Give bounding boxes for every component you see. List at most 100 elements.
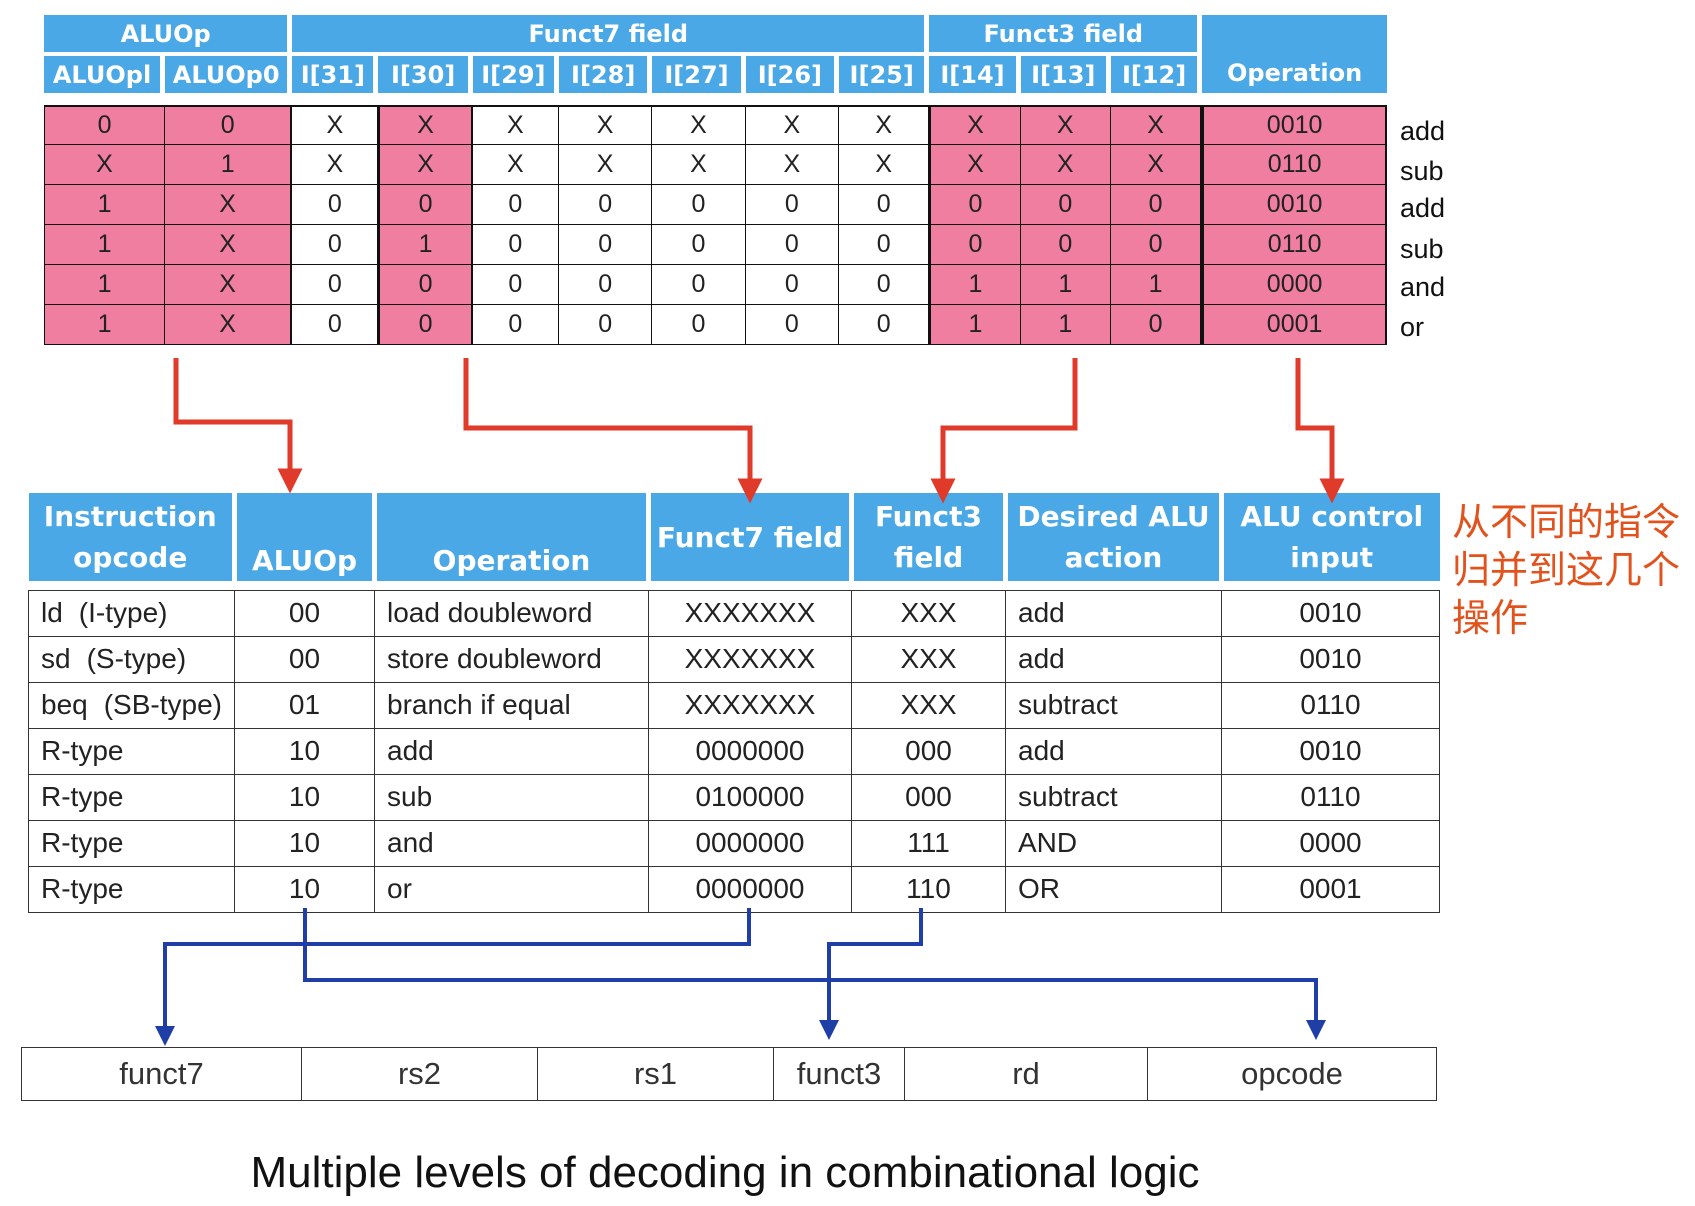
truth-cell: 0 [745, 185, 840, 225]
truth-cell: 0 [1110, 185, 1203, 225]
truth-cell: 0 [1110, 225, 1203, 265]
header-aluop: ALUOp [234, 493, 377, 581]
blue-arrow-funct3 [819, 908, 923, 1040]
format-field: funct7 [21, 1047, 302, 1101]
operation-name-label: sub [1400, 234, 1444, 264]
truth-cell: 0 [44, 105, 166, 145]
truth-cell: 1 [929, 265, 1021, 305]
header-aluop1: ALUOpl [44, 56, 166, 97]
decode-cell-funct3: 111 [851, 819, 1006, 867]
truth-cell: 0 [472, 225, 559, 265]
header-i27: I[27] [652, 56, 746, 97]
truth-cell: X [44, 145, 166, 185]
decode-cell-action: AND [1005, 819, 1222, 867]
truth-cell-operation: 0001 [1202, 305, 1387, 345]
truth-cell: X [165, 305, 293, 345]
decode-cell-opcode: ld(I-type) [28, 589, 235, 637]
operation-name-label: add [1400, 116, 1446, 146]
truth-cell: 0 [558, 265, 653, 305]
header-i28: I[28] [558, 56, 653, 97]
decode-cell-funct7: XXXXXXX [648, 589, 852, 637]
decode-cell-control: 0010 [1221, 635, 1440, 683]
truth-cell-operation: 0110 [1202, 225, 1387, 265]
truth-cell: 1 [1020, 305, 1111, 345]
truth-cell: X [745, 105, 840, 145]
decode-cell-operation: branch if equal [374, 681, 649, 729]
truth-cell: X [839, 105, 930, 145]
truth-cell: 0 [652, 185, 746, 225]
decode-cell-control: 0110 [1221, 681, 1440, 729]
decode-cell-control: 0010 [1221, 589, 1440, 637]
decode-cell-operation: and [374, 819, 649, 867]
header-i14: I[14] [929, 56, 1021, 97]
truth-cell: 1 [1110, 265, 1203, 305]
alu-decoding-table: Instruction opcode ALUOp Operation Funct… [28, 493, 1440, 913]
instruction-name: sd [41, 643, 71, 674]
header-i13: I[13] [1020, 56, 1111, 97]
header-i31: I[31] [292, 56, 379, 97]
instruction-type: (SB-type) [103, 689, 222, 720]
operation-name-label: add [1400, 193, 1446, 223]
decode-cell-funct7: 0000000 [648, 865, 852, 913]
decode-cell-aluop: 10 [234, 773, 375, 821]
red-arrow-funct3 [930, 358, 1078, 504]
alu-control-truth-table: ALUOp Funct7 field Funct3 field Operatio… [44, 15, 1387, 345]
truth-cell-operation: 0110 [1202, 145, 1387, 185]
truth-cell-operation: 0000 [1202, 265, 1387, 305]
decode-cell-action: OR [1005, 865, 1222, 913]
decode-cell-funct7: XXXXXXX [648, 681, 852, 729]
truth-cell: 0 [929, 185, 1021, 225]
truth-cell: X [1110, 145, 1203, 185]
truth-cell: X [292, 145, 379, 185]
truth-cell: 1 [929, 305, 1021, 345]
decode-cell-aluop: 00 [234, 589, 375, 637]
truth-cell: X [1110, 105, 1203, 145]
instruction-name: R-type [41, 827, 124, 858]
decode-cell-operation: load doubleword [374, 589, 649, 637]
truth-cell: 0 [1020, 185, 1111, 225]
format-field: opcode [1147, 1047, 1437, 1101]
instruction-type: (I-type) [78, 597, 168, 628]
decode-cell-opcode: R-type [28, 865, 235, 913]
truth-cell: X [558, 145, 653, 185]
truth-cell: 1 [44, 225, 166, 265]
decode-cell-action: add [1005, 589, 1222, 637]
header-aluop-group: ALUOp [44, 15, 293, 56]
header-instruction-opcode: Instruction opcode [28, 493, 237, 581]
decode-cell-aluop: 10 [234, 727, 375, 775]
header-i25: I[25] [839, 56, 930, 97]
truth-cell: 0 [745, 265, 840, 305]
truth-cell: 0 [652, 305, 746, 345]
decode-cell-opcode: R-type [28, 773, 235, 821]
truth-cell: X [378, 145, 473, 185]
operation-name-label: or [1400, 312, 1425, 342]
truth-cell: 0 [929, 225, 1021, 265]
header-operation: Operation [374, 493, 651, 581]
truth-cell: 0 [839, 185, 930, 225]
decode-cell-funct7: XXXXXXX [648, 635, 852, 683]
truth-cell: X [1020, 145, 1111, 185]
decode-cell-control: 0001 [1221, 865, 1440, 913]
format-field: rd [904, 1047, 1148, 1101]
header-desired-alu-action: Desired ALU action [1005, 493, 1224, 581]
truth-cell: X [652, 105, 746, 145]
truth-cell: X [652, 145, 746, 185]
truth-cell: 1 [44, 305, 166, 345]
truth-cell: 0 [558, 225, 653, 265]
instruction-name: beq [41, 689, 88, 720]
instruction-name: R-type [41, 781, 124, 812]
instruction-type: (S-type) [86, 643, 187, 674]
truth-cell-operation: 0010 [1202, 185, 1387, 225]
truth-cell: 0 [472, 265, 559, 305]
truth-cell: 0 [1110, 305, 1203, 345]
truth-cell: 1 [165, 145, 293, 185]
truth-cell: X [929, 105, 1021, 145]
header-funct3-field: Funct3 field [851, 493, 1008, 581]
